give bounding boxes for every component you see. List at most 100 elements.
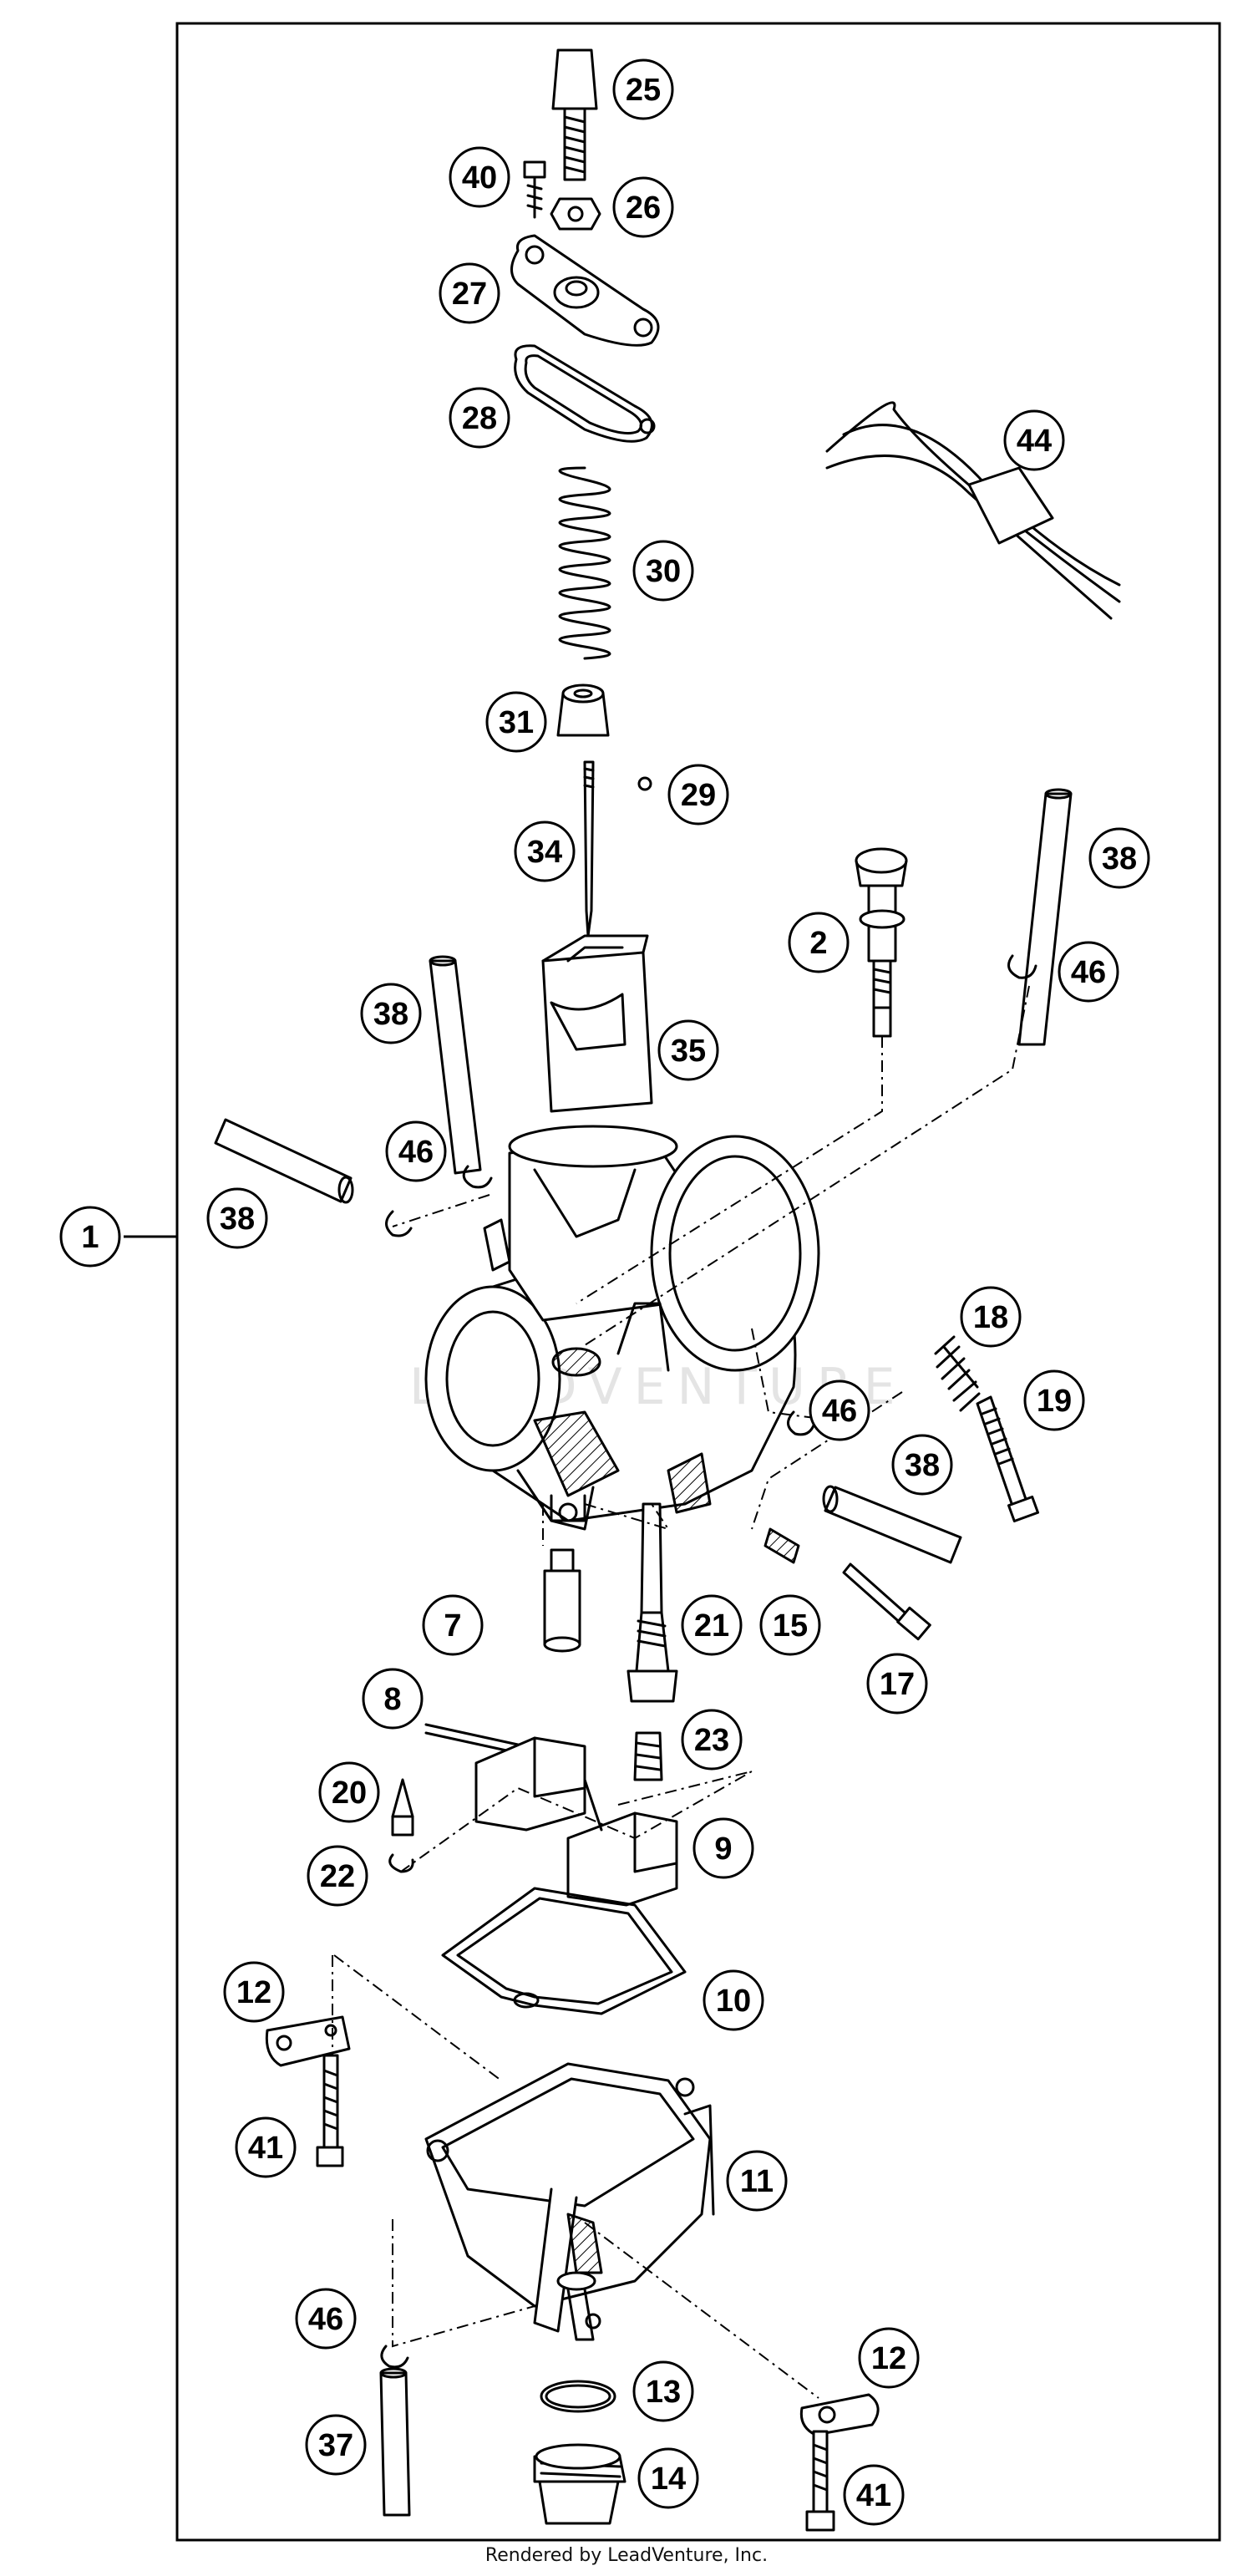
part-bracket: [265, 2015, 351, 2067]
svg-text:9: 9: [714, 1832, 732, 1867]
callout-29: 29: [667, 764, 729, 826]
credit-line: Rendered by LeadVenture, Inc.: [484, 2545, 769, 2566]
callout-21: 21: [681, 1594, 743, 1656]
part-needle-holder: [556, 683, 610, 737]
part-adjuster-screw: [551, 48, 598, 181]
assembly-line: [400, 1771, 753, 1872]
svg-text:38: 38: [373, 997, 408, 1032]
callout-41: 41: [235, 2116, 297, 2178]
part-idle-spring: [763, 1527, 800, 1564]
callout-17: 17: [866, 1653, 928, 1715]
part-jet-needle: [583, 760, 595, 937]
svg-text:44: 44: [1017, 424, 1052, 459]
part-float-pin: [424, 1723, 520, 1755]
callout-38: 38: [206, 1187, 268, 1249]
part-spring: [558, 466, 611, 660]
svg-text:13: 13: [646, 2375, 681, 2410]
svg-text:28: 28: [462, 401, 497, 436]
callout-8: 8: [362, 1668, 424, 1730]
assembly-line: [392, 1194, 490, 1227]
svg-text:22: 22: [320, 1859, 355, 1894]
callout-22: 22: [307, 1845, 368, 1907]
part-bowl-screw: [316, 2054, 344, 2167]
part-idle-screw: [842, 1562, 931, 1641]
part-bracket: [799, 2393, 880, 2436]
svg-text:11: 11: [740, 2164, 774, 2199]
svg-text:37: 37: [318, 2428, 353, 2463]
svg-text:1: 1: [81, 1220, 99, 1255]
callout-20: 20: [318, 1761, 380, 1823]
svg-text:31: 31: [499, 705, 534, 740]
svg-text:46: 46: [822, 1394, 857, 1429]
svg-text:18: 18: [973, 1300, 1008, 1335]
part-gasket: [514, 344, 656, 443]
callout-38: 38: [891, 1434, 953, 1496]
callout-11: 11: [726, 2150, 788, 2212]
svg-text:23: 23: [694, 1723, 729, 1758]
svg-text:21: 21: [694, 1608, 729, 1644]
callout-9: 9: [692, 1817, 754, 1879]
part-bowl-screw: [805, 2430, 835, 2532]
callout-46: 46: [385, 1120, 447, 1182]
callout-46: 46: [1058, 941, 1119, 1003]
svg-text:30: 30: [646, 554, 681, 589]
part-float-clip: [388, 1853, 414, 1873]
callout-30: 30: [632, 540, 694, 602]
diagram-frame: [175, 22, 1221, 2542]
assembly-line: [333, 1954, 502, 2081]
part-float-bowl: [424, 2062, 715, 2341]
callout-10: 10: [703, 1969, 764, 2031]
part-hose: [822, 1485, 962, 1564]
assembly-line: [584, 1503, 671, 1531]
part-main-jet: [633, 1731, 663, 1781]
svg-text:8: 8: [383, 1682, 401, 1717]
callout-38: 38: [1088, 827, 1150, 889]
part-hose: [1017, 788, 1073, 1046]
svg-text:41: 41: [248, 2131, 283, 2166]
assembly-line: [584, 2222, 819, 2399]
svg-text:2: 2: [809, 926, 827, 961]
callout-1: 1: [59, 1206, 121, 1268]
part-float: [474, 1736, 678, 1907]
svg-text:40: 40: [462, 160, 497, 196]
svg-text:25: 25: [626, 73, 661, 108]
part-float-valve: [391, 1778, 414, 1837]
svg-text:38: 38: [220, 1202, 255, 1237]
part-hose: [429, 955, 482, 1175]
part-small-spring: [934, 1335, 981, 1412]
callout-41: 41: [843, 2464, 905, 2526]
svg-text:46: 46: [308, 2302, 343, 2337]
callout-46: 46: [809, 1379, 870, 1441]
part-pilot-jet: [543, 1548, 581, 1653]
svg-text:12: 12: [236, 1975, 271, 2010]
svg-text:12: 12: [871, 2341, 906, 2376]
callout-35: 35: [657, 1019, 719, 1081]
callout-13: 13: [632, 2360, 694, 2422]
svg-text:38: 38: [905, 1448, 940, 1483]
callout-28: 28: [449, 387, 510, 449]
assembly-line: [584, 985, 1030, 1346]
callout-27: 27: [439, 262, 500, 324]
part-choke-plunger: [855, 847, 908, 1038]
callout-31: 31: [485, 691, 547, 753]
svg-text:19: 19: [1037, 1384, 1072, 1419]
callout-15: 15: [759, 1594, 821, 1656]
part-clip: [637, 776, 652, 791]
callout-26: 26: [612, 176, 674, 238]
svg-text:7: 7: [444, 1608, 461, 1644]
callout-37: 37: [305, 2414, 367, 2476]
part-top-cover: [510, 234, 660, 347]
svg-text:34: 34: [527, 835, 562, 870]
part-drain-plug: [533, 2443, 626, 2525]
svg-text:46: 46: [398, 1135, 434, 1170]
part-o-ring: [540, 2380, 616, 2413]
part-carburetor-body: [424, 1125, 820, 1531]
callout-34: 34: [514, 821, 576, 882]
svg-text:10: 10: [716, 1984, 751, 2019]
callout-bubbles: 25 40 26 27 28 44 30 31 29 34 38 2 46 38…: [59, 58, 1150, 2526]
part-clip: [380, 954, 1037, 2369]
callout-7: 7: [422, 1594, 484, 1656]
svg-text:35: 35: [671, 1034, 706, 1069]
part-hose: [214, 1118, 354, 1204]
